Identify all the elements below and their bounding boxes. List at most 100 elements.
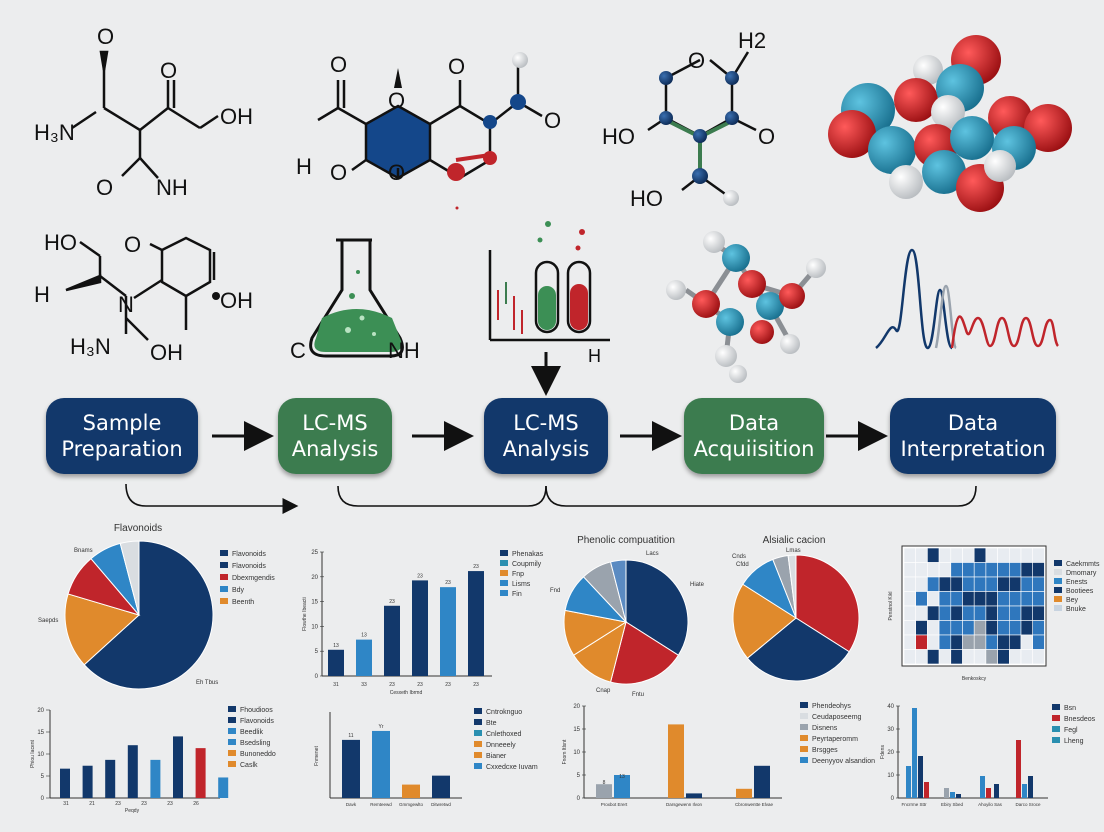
x-tick-label: 23 [445, 682, 451, 688]
atom-label: O [160, 58, 177, 83]
x-tick-label: Ditwretwd [431, 802, 451, 807]
atom-label: H [296, 154, 312, 179]
atom-label: H [34, 282, 50, 307]
legend-label: Deenyyov alsandion [812, 758, 875, 765]
y-tick-label: 30 [887, 727, 894, 733]
atom-label: H₃N [34, 120, 75, 145]
heatmap-cell [973, 547, 987, 563]
x-tick-label: Remteewd [370, 802, 392, 807]
step-data-interpretation[interactable]: Data Interpretation [890, 398, 1056, 474]
step-sample-preparation[interactable]: Sample Preparation [46, 398, 198, 474]
heatmap-cell [1020, 591, 1033, 607]
bar [754, 765, 770, 798]
heatmap-cell [915, 547, 928, 563]
data-label: 23 [389, 599, 395, 605]
heatmap-cell [1032, 634, 1045, 650]
heatmap-cell [950, 576, 963, 592]
heatmap-cell [1008, 620, 1022, 636]
y-tick-label: 10 [311, 624, 318, 630]
x-tick-label: 33 [361, 682, 367, 688]
atom-label: O [330, 52, 347, 77]
legend-swatch [228, 761, 236, 767]
bar [1016, 740, 1021, 798]
heatmap-cell [985, 562, 998, 578]
heatmap-cell [997, 605, 1010, 621]
bar [668, 724, 684, 798]
x-tick-label: Cbronwentte Elvae [735, 802, 774, 807]
slice-label: Fntu [632, 692, 644, 698]
heatmap-cell [903, 649, 916, 665]
bar [440, 587, 456, 676]
data-label: 23 [445, 580, 451, 586]
atom-label: O [97, 24, 114, 49]
bar [150, 759, 161, 798]
heatmap-cell [1032, 547, 1045, 563]
bar [956, 794, 961, 798]
heatmap-cell [1008, 634, 1022, 650]
heatmap-cell [1032, 562, 1045, 578]
y-tick-label: 20 [887, 750, 894, 756]
bar [1022, 784, 1027, 798]
legend-swatch [474, 730, 482, 736]
legend-label: Bsedsling [240, 740, 270, 747]
legend-swatch [1052, 704, 1060, 710]
chart-title: Flavonoids [114, 523, 162, 534]
x-axis-label: Cesxeth Ibrmd [390, 690, 423, 696]
bar [412, 580, 428, 676]
legend-label: Caslk [240, 762, 258, 769]
y-axis-label: Fnom Itlsnt [562, 739, 568, 764]
x-tick-label: 31 [333, 682, 339, 688]
data-label: 13 [333, 643, 339, 649]
bar [402, 784, 420, 798]
data-label: 11 [348, 733, 353, 739]
bar [468, 571, 484, 676]
x-axis-label: Benkoskcy [962, 676, 987, 682]
y-tick-label: 5 [315, 649, 319, 655]
bar [980, 776, 985, 798]
step-data-acquisition[interactable]: Data Acquiisition [684, 398, 824, 474]
legend-swatch [1054, 596, 1062, 602]
axis-label: H [588, 346, 601, 366]
x-axis-label: Peqdy [125, 808, 140, 814]
atom-label: O [448, 54, 465, 79]
step-line1: Data [947, 411, 999, 435]
heatmap-cell [950, 562, 963, 578]
x-tick-label: Darsgewenn Ilvon [666, 802, 703, 807]
heatmap-cell [1020, 634, 1033, 650]
legend-label: Flavonoids [240, 718, 274, 725]
heatmap-cell [985, 547, 998, 563]
pie-slice [732, 583, 797, 659]
legend-label: Bianer [486, 753, 507, 760]
bar [924, 782, 929, 798]
bar [614, 775, 630, 798]
heatmap-cell [973, 634, 987, 650]
x-tick-label: Gmmgewlto [399, 802, 424, 807]
bar [218, 777, 229, 798]
atom-label: OH [220, 104, 253, 129]
heatmap-cell [962, 649, 975, 665]
bar [994, 784, 999, 798]
data-label: 23 [417, 573, 423, 579]
heatmap-cell [927, 562, 940, 578]
atom-label: OH [150, 340, 183, 365]
bar [986, 788, 991, 798]
legend-label: Beedlik [240, 729, 263, 736]
atom-label: O [330, 160, 347, 185]
legend-label: Fhoudioos [240, 707, 273, 714]
heatmap-cell [1008, 576, 1022, 592]
y-tick-label: 15 [37, 730, 44, 736]
y-tick-label: 10 [887, 773, 894, 779]
legend-swatch [220, 586, 228, 592]
y-axis-label: Fdens [880, 745, 886, 759]
step-lcms-analysis-1[interactable]: LC-MS Analysis [278, 398, 392, 474]
legend-swatch [500, 570, 508, 576]
y-tick-label: 15 [573, 727, 580, 733]
bar [105, 759, 116, 798]
heatmap-cell [1020, 562, 1033, 578]
pie-slice [64, 593, 140, 666]
heatmap-cell [985, 634, 998, 650]
legend-label: Dbexmgendis [232, 575, 275, 582]
step-lcms-analysis-2[interactable]: LC-MS Analysis [484, 398, 608, 474]
legend-label: Dmomary [1066, 570, 1097, 577]
